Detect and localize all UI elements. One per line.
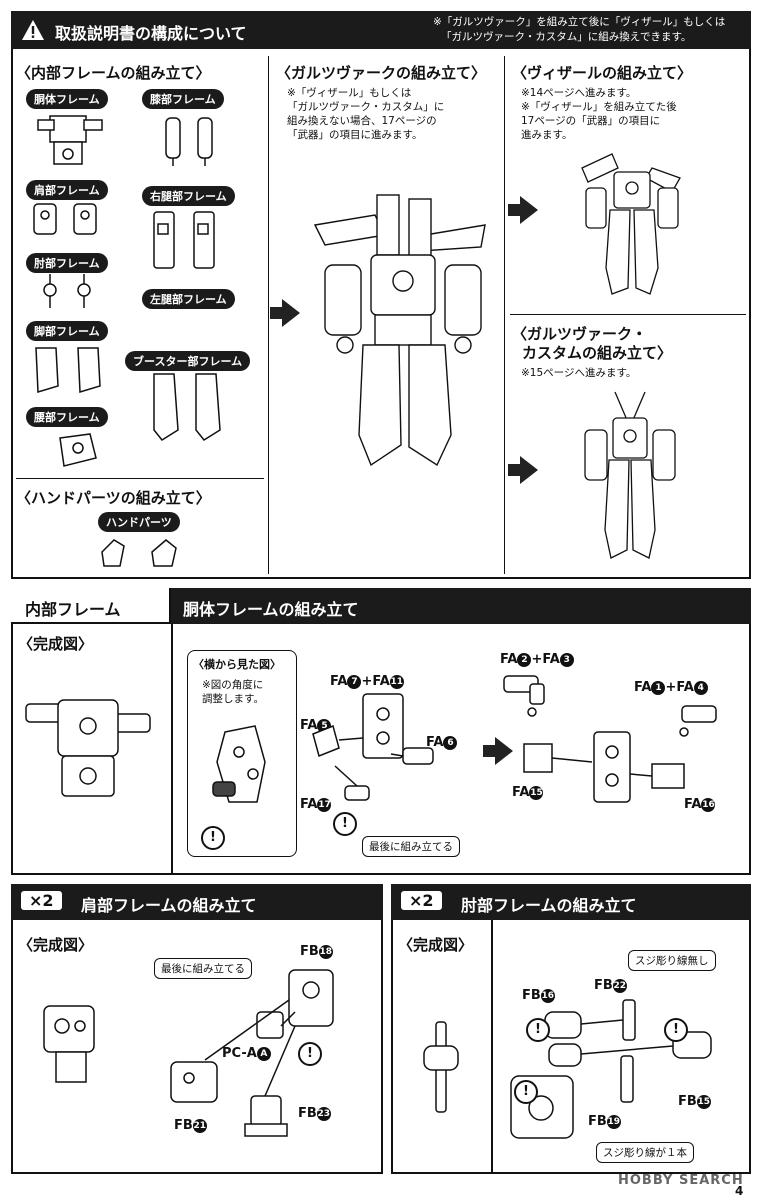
part-fb21: FB21 xyxy=(174,1118,207,1133)
torso-exploded-illustration xyxy=(312,693,434,801)
divider xyxy=(491,920,493,1174)
shoulder-frame-illustration xyxy=(33,203,97,235)
hand-parts-heading: 〈ハンドパーツの組み立て〉 xyxy=(16,489,211,507)
attention-icon: ! xyxy=(526,1018,550,1042)
label-left-thigh-frame: 左腿部フレーム xyxy=(142,289,235,309)
divider xyxy=(16,478,264,479)
side-view-box xyxy=(187,650,297,857)
custom-note: ※15ページへ進みます。 xyxy=(521,367,637,379)
hand-parts-illustration xyxy=(101,539,177,567)
label-knee-frame: 膝部フレーム xyxy=(142,89,224,109)
divider xyxy=(171,624,173,875)
torso-title: 胴体フレームの組み立て xyxy=(183,600,359,619)
shoulder-count-badge: ×2 xyxy=(21,891,62,910)
knee-frame-illustration xyxy=(165,117,213,166)
side-view-note: ※図の角度に 調整します。 xyxy=(202,679,264,705)
flow-arrow xyxy=(508,196,538,224)
label-hand-parts: ハンドパーツ xyxy=(98,512,180,532)
elbow-title: 肘部フレームの組み立て xyxy=(461,896,637,915)
elbow-header: ×2 肘部フレームの組み立て xyxy=(391,884,751,920)
attention-icon: ! xyxy=(298,1042,322,1066)
vizar-note: ※14ページへ進みます。 ※「ヴィザール」を組み立てた後 17ページの「武器」の… xyxy=(521,87,677,141)
torso-left-title: 内部フレーム xyxy=(25,600,121,619)
right-thigh-frame-illustration xyxy=(153,211,215,269)
part-fb23: FB23 xyxy=(298,1106,331,1121)
torso-frame-illustration xyxy=(37,115,103,165)
last-assemble-note: 最後に組み立てる xyxy=(362,836,460,857)
garzwerk-heading: 〈ガルツヴァークの組み立て〉 xyxy=(276,64,487,82)
part-fb15: FB15 xyxy=(678,1094,711,1109)
part-fb19: FB19 xyxy=(588,1114,621,1129)
label-right-thigh-frame: 右腿部フレーム xyxy=(142,186,235,206)
torso-completed-heading: 〈完成図〉 xyxy=(18,635,94,653)
no-line-note: スジ彫り線無し xyxy=(628,950,716,971)
divider xyxy=(504,56,505,574)
custom-heading-line1: 〈ガルツヴァーク・ xyxy=(512,325,647,343)
waist-frame-illustration xyxy=(59,433,97,467)
part-fa17: FA17 xyxy=(300,797,332,812)
overview-note-1: ※「ガルツヴァーク」を組み立て後に「ヴィザール」もしくは xyxy=(433,16,726,28)
elbow-exploded-illustration xyxy=(510,999,712,1139)
flow-arrow xyxy=(270,299,300,327)
part-fb16: FB16 xyxy=(522,988,555,1003)
last-assemble-note: 最後に組み立てる xyxy=(154,958,252,979)
label-leg-frame: 脚部フレーム xyxy=(26,321,108,341)
booster-frame-illustration xyxy=(153,373,221,441)
divider xyxy=(510,314,746,315)
flow-arrow xyxy=(508,456,538,484)
torso-left-header: 内部フレーム xyxy=(11,588,171,624)
side-view-heading: 〈横から見た図〉 xyxy=(193,658,281,671)
shoulder-header: ×2 肩部フレームの組み立て xyxy=(11,884,383,920)
one-line-note: スジ彫り線が１本 xyxy=(596,1142,694,1163)
label-elbow-frame: 肘部フレーム xyxy=(26,253,108,273)
flow-arrow xyxy=(483,737,513,765)
shoulder-title: 肩部フレームの組み立て xyxy=(81,896,257,915)
overview-note-2: 「ガルツヴァーク・カスタム」に組み換えできます。 xyxy=(441,31,692,43)
label-booster-frame: ブースター部フレーム xyxy=(125,351,251,371)
page-number: 4 xyxy=(735,1184,744,1198)
part-fa15: FA15 xyxy=(512,785,544,800)
torso-completed-illustration xyxy=(25,699,151,797)
overview-header: 取扱説明書の構成について ※「ガルツヴァーク」を組み立て後に「ヴィザール」もしく… xyxy=(11,11,751,49)
vizar-robot-illustration xyxy=(581,153,681,295)
elbow-frame-illustration xyxy=(43,274,91,308)
attention-icon: ! xyxy=(664,1018,688,1042)
attention-icon: ! xyxy=(514,1080,538,1104)
custom-robot-illustration xyxy=(584,391,676,559)
custom-heading-line2: カスタムの組み立て〉 xyxy=(522,344,673,362)
warning-icon xyxy=(22,20,44,40)
inner-frame-heading: 〈内部フレームの組み立て〉 xyxy=(16,64,211,82)
torso-final-illustration xyxy=(503,675,717,803)
divider xyxy=(268,56,269,574)
shoulder-completed-illustration xyxy=(43,1005,95,1083)
shoulder-exploded-illustration xyxy=(170,969,334,1137)
watermark: HOBBY SEARCH xyxy=(618,1173,744,1188)
part-fb18: FB18 xyxy=(300,944,333,959)
overview-title: 取扱説明書の構成について xyxy=(55,24,247,43)
garzwerk-robot-illustration xyxy=(313,194,486,467)
elbow-count-badge: ×2 xyxy=(401,891,442,910)
elbow-completed-illustration xyxy=(423,1021,459,1113)
elbow-completed-heading: 〈完成図〉 xyxy=(398,936,474,954)
garzwerk-note: ※「ヴィザール」もしくは 「ガルツヴァーク・カスタム」に 組み換えない場合、17… xyxy=(287,87,445,141)
vizar-heading: 〈ヴィザールの組み立て〉 xyxy=(512,64,693,82)
part-fa16: FA16 xyxy=(684,797,716,812)
label-shoulder-frame: 肩部フレーム xyxy=(26,180,108,200)
torso-header: 胴体フレームの組み立て xyxy=(171,588,751,624)
shoulder-completed-heading: 〈完成図〉 xyxy=(18,936,94,954)
part-fb22: FB22 xyxy=(594,978,627,993)
attention-icon: ! xyxy=(333,812,357,836)
side-view-illustration xyxy=(212,725,266,803)
leg-frame-illustration xyxy=(35,347,101,393)
label-torso-frame: 胴体フレーム xyxy=(26,89,108,109)
label-waist-frame: 腰部フレーム xyxy=(26,407,108,427)
attention-icon: ! xyxy=(201,826,225,850)
